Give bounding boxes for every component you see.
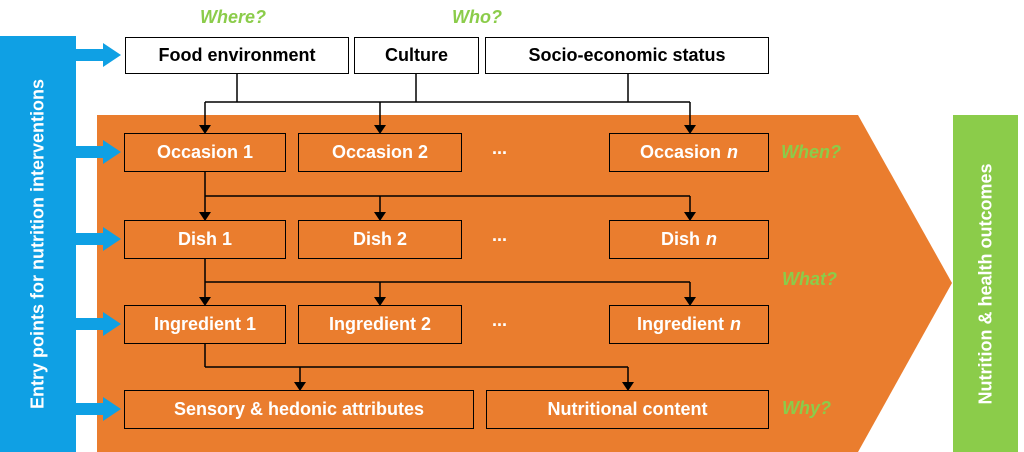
outcomes-band: Nutrition & health outcomes bbox=[953, 115, 1018, 452]
ingredient-n-box: Ingredient n bbox=[609, 305, 769, 344]
dish-2-label: Dish 2 bbox=[352, 229, 408, 249]
dish-ellipsis: ... bbox=[492, 225, 508, 245]
ingredient-2-box: Ingredient 2 bbox=[298, 305, 462, 344]
outcomes-label: Nutrition & health outcomes bbox=[975, 162, 995, 405]
entry-arrows bbox=[76, 43, 121, 421]
entry-arrow-context bbox=[76, 43, 121, 67]
ingredient-1-box: Ingredient 1 bbox=[124, 305, 286, 344]
entry-points-label: Entry points for nutrition interventions bbox=[27, 79, 48, 409]
food-environment-label: Food environment bbox=[158, 45, 316, 65]
entry-arrow-attributes bbox=[76, 397, 121, 421]
occasion-2-box: Occasion 2 bbox=[298, 133, 462, 172]
culture-box: Culture bbox=[354, 37, 479, 74]
occasion-n-index: n bbox=[727, 142, 739, 162]
entry-arrow-dish bbox=[76, 227, 121, 251]
sensory-attributes-box: Sensory & hedonic attributes bbox=[124, 390, 474, 429]
entry-arrow-occasion bbox=[76, 140, 121, 164]
socio-economic-status-box: Socio-economic status bbox=[485, 37, 769, 74]
occasion-1-box: Occasion 1 bbox=[124, 133, 286, 172]
ingredient-2-label: Ingredient 2 bbox=[328, 314, 431, 334]
nutritional-content-box: Nutritional content bbox=[486, 390, 769, 429]
dish-2-box: Dish 2 bbox=[298, 220, 462, 259]
occasion-ellipsis: ... bbox=[492, 138, 508, 158]
occasion-1-label: Occasion 1 bbox=[156, 142, 254, 162]
entry-arrow-ingredient bbox=[76, 312, 121, 336]
nutritional-content-label: Nutritional content bbox=[547, 399, 708, 419]
dish-n-label: Dish bbox=[660, 229, 700, 249]
ingredient-n-label: Ingredient bbox=[636, 314, 724, 334]
socio-economic-status-label: Socio-economic status bbox=[528, 45, 726, 65]
sensory-attributes-label: Sensory & hedonic attributes bbox=[173, 399, 425, 419]
occasion-2-label: Occasion 2 bbox=[331, 142, 429, 162]
ingredient-n-index: n bbox=[730, 314, 741, 334]
question-where: Where? bbox=[200, 7, 267, 27]
arrowheads bbox=[199, 125, 696, 391]
question-why: Why? bbox=[782, 398, 831, 418]
entry-points-band: Entry points for nutrition interventions bbox=[0, 36, 76, 452]
culture-label: Culture bbox=[385, 45, 448, 65]
ingredient-1-label: Ingredient 1 bbox=[153, 314, 256, 334]
question-what: What? bbox=[782, 269, 837, 289]
dish-n-index: n bbox=[706, 229, 717, 249]
connector-lines bbox=[204, 73, 691, 384]
occasion-n-label: Occasion bbox=[639, 142, 722, 162]
question-when: When? bbox=[781, 142, 841, 162]
food-environment-box: Food environment bbox=[125, 37, 349, 74]
dish-1-box: Dish 1 bbox=[124, 220, 286, 259]
ingredient-ellipsis: ... bbox=[492, 310, 508, 330]
question-who: Who? bbox=[452, 7, 502, 27]
dish-1-label: Dish 1 bbox=[177, 229, 233, 249]
